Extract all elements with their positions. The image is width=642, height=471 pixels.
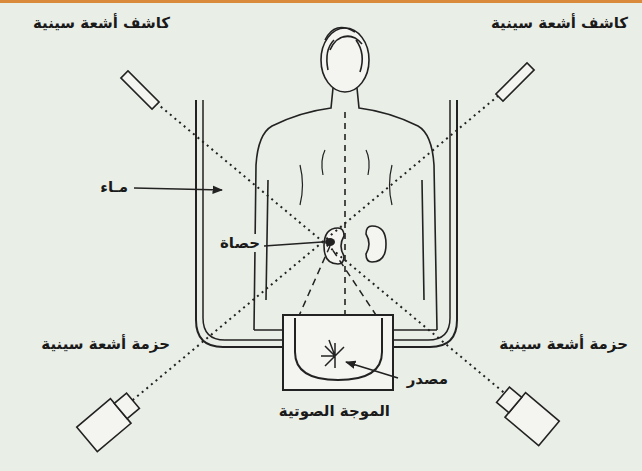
patient	[254, 28, 437, 331]
xray-source	[77, 388, 144, 451]
xray-detector	[121, 71, 159, 109]
label: حزمة أشعة سينية	[39, 335, 172, 353]
focus-lines	[298, 246, 378, 318]
label: كاشف أشعة سينية	[489, 14, 630, 32]
shockwave-source	[283, 315, 393, 390]
label: الموجة الصوتية	[277, 402, 392, 420]
leader-lines	[134, 188, 398, 378]
top-band	[0, 0, 642, 3]
label: كاشف أشعة سينية	[31, 14, 172, 32]
label: حصاة	[218, 234, 262, 252]
water-tub	[196, 100, 457, 347]
xray-source	[493, 382, 560, 445]
label: مصدر	[405, 370, 450, 388]
kidneys	[324, 226, 386, 264]
xray-beam-lines	[128, 86, 510, 404]
label: مـاء	[98, 178, 130, 196]
label: حزمة أشعة سينية	[497, 335, 630, 353]
spark	[321, 340, 344, 368]
xray-detector	[496, 63, 534, 101]
